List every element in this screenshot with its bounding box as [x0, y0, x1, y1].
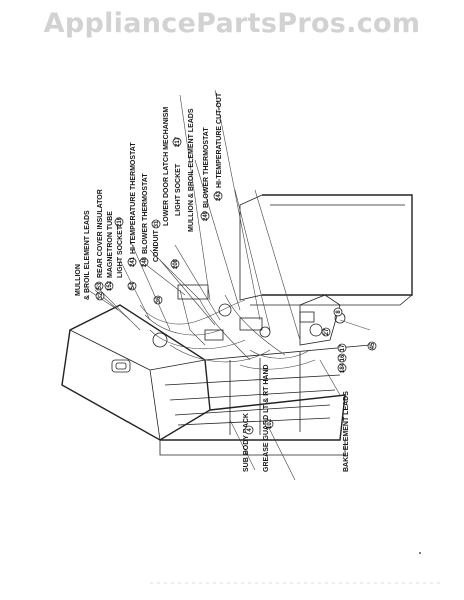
callout-5: HI-TEMPERATURE THERMOSTAT — [130, 142, 137, 254]
callout-11-num: 249 — [203, 210, 209, 221]
callout-7-num: 31 — [154, 220, 160, 227]
callout-5-group: 241 HI-TEMPERATURE THERMOSTAT — [127, 142, 137, 267]
part-num-184: 184 — [340, 362, 346, 373]
part-numbers: 16 17 45 184 208 32 54 36 8 27 — [95, 258, 377, 373]
grease-guard-num: 102 — [267, 418, 273, 429]
callout-4-group: LIGHT SOCKET 216 — [114, 216, 124, 278]
grease-guard-label: GREASE GUARD LT & RT HAND — [263, 364, 270, 472]
callout-7-group: CONDUIT 31 — [151, 219, 161, 262]
callout-8: LOWER DOOR LATCH MECHANISM — [163, 107, 170, 226]
part-num-8: 8 — [336, 310, 342, 314]
callout-7: CONDUIT — [153, 229, 160, 262]
callout-12-group: 243 HI-TEMPERATURE CUT-OUT — [213, 92, 223, 201]
callout-6-group: 248 BLOWER THERMOSTAT — [139, 173, 149, 267]
bake-element-leads-label: BAKE ELEMENT LEADS — [343, 391, 350, 472]
callout-12-num: 243 — [216, 190, 222, 201]
callout-9: LIGHT SOCKET — [175, 163, 182, 216]
callout-9-num: 217 — [175, 136, 181, 147]
callout-3-num: 152 — [107, 280, 113, 291]
part-num-17: 17 — [340, 344, 346, 351]
part-num-208: 208 — [173, 258, 179, 269]
callout-labels: MULLION & BROIL ELEMENT LEADS 53 REAR CO… — [75, 92, 223, 300]
bottom-labels: SUB BODY BACK 4 GREASE GUARD LT & RT HAN… — [243, 364, 350, 472]
sub-body-back-label: SUB BODY BACK — [243, 413, 250, 472]
callout-10: MULLION & BROIL ELEMENT LEADS — [188, 108, 195, 232]
callout-2-group: 53 REAR COVER INSULATOR — [94, 189, 104, 291]
part-num-16: 16 — [340, 354, 346, 361]
cabinet-body — [61, 304, 371, 456]
callout-4: LIGHT SOCKET — [117, 225, 124, 278]
part-num-27: 27 — [324, 328, 330, 335]
callout-11: BLOWER THERMOSTAT — [203, 127, 210, 208]
callout-11-group: 249 BLOWER THERMOSTAT — [200, 127, 210, 221]
part-num-32: 32 — [98, 292, 104, 299]
part-num-36: 36 — [156, 296, 162, 303]
callout-12: HI-TEMPERATURE CUT-OUT — [216, 92, 223, 188]
callout-6-num: 248 — [142, 256, 148, 267]
callout-9-group: LIGHT SOCKET 217 — [172, 136, 182, 216]
callout-3: MAGNETRON TUBE — [107, 211, 114, 278]
part-num-45: 45 — [370, 342, 376, 349]
callout-3-group: 152 MAGNETRON TUBE — [104, 211, 114, 291]
callout-2-num: 53 — [97, 282, 103, 289]
callout-4-num: 216 — [117, 216, 123, 227]
callout-1: & BROIL ELEMENT LEADS — [84, 210, 91, 300]
sub-body-back-num: 4 — [247, 428, 253, 432]
oven-door — [239, 194, 413, 306]
callout-2: REAR COVER INSULATOR — [97, 189, 104, 278]
callout-0: MULLION — [75, 264, 82, 296]
callout-6: BLOWER THERMOSTAT — [142, 173, 149, 254]
callout-5-num: 241 — [130, 256, 136, 267]
part-num-54: 54 — [130, 282, 136, 289]
scan-artifacts — [150, 552, 440, 584]
watermark: AppliancePartsPros.com — [43, 8, 421, 39]
